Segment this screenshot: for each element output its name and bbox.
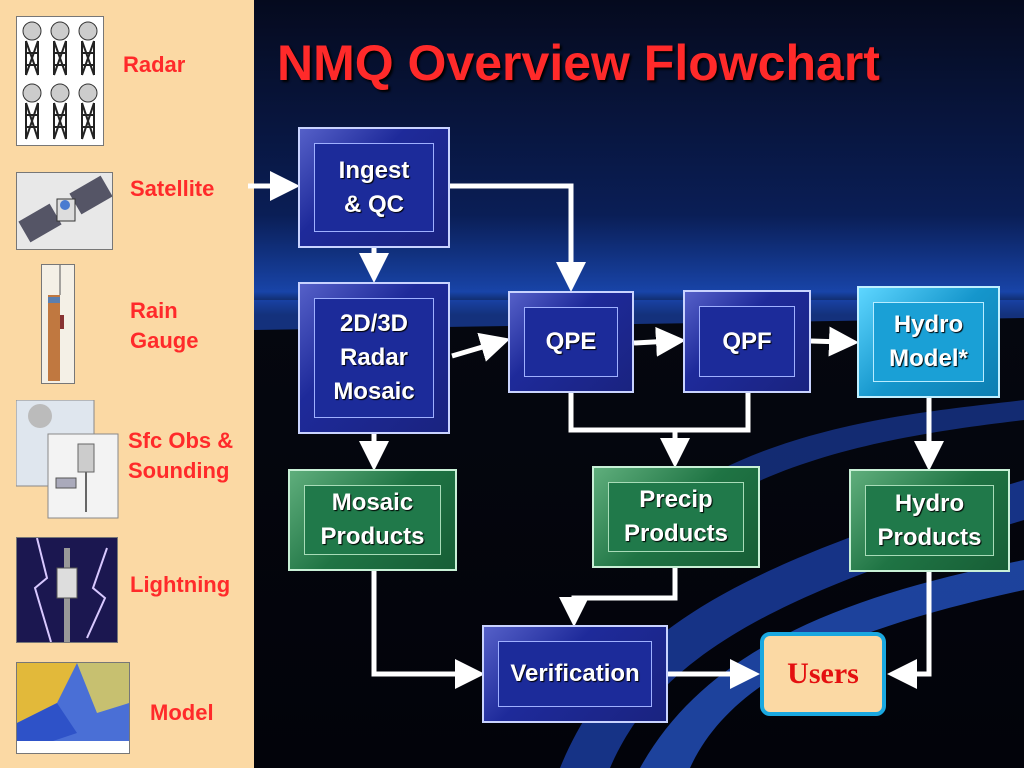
arrow-qpf-to-hydro-model bbox=[810, 326, 859, 357]
radar-icon bbox=[16, 16, 104, 146]
model-map-icon bbox=[16, 662, 130, 754]
arrow-mosaic-to-qpe bbox=[451, 332, 511, 362]
source-label-lightning: Lightning bbox=[130, 572, 231, 597]
node-precip-products: Precip Products bbox=[592, 466, 760, 568]
node-qpf-label: QPF bbox=[722, 327, 772, 355]
node-ingest-qc-label: Ingest & QC bbox=[338, 156, 410, 218]
rain-gauge-icon bbox=[41, 264, 75, 384]
node-hydro-products: Hydro Products bbox=[849, 469, 1010, 572]
arrow-precip-to-verification bbox=[559, 568, 678, 627]
sfc-obs-icon bbox=[16, 400, 120, 520]
node-qpe: QPE bbox=[508, 291, 634, 393]
node-hydro-model: Hydro Model* bbox=[857, 286, 1000, 398]
satellite-icon bbox=[16, 172, 113, 250]
arrow-hydro-products-to-users bbox=[887, 572, 932, 689]
source-label-sfc-obs: Sfc Obs & Sounding bbox=[128, 428, 234, 483]
lightning-icon bbox=[16, 537, 118, 643]
node-verification: Verification bbox=[482, 625, 668, 723]
node-mosaic-products: Mosaic Products bbox=[288, 469, 457, 571]
source-label-rain-gauge: Rain Gauge bbox=[130, 298, 199, 353]
node-verification-label: Verification bbox=[510, 660, 640, 687]
node-ingest-qc: Ingest & QC bbox=[298, 127, 450, 248]
node-hydro-products-label: Hydro Products bbox=[877, 489, 982, 551]
source-label-satellite: Satellite bbox=[130, 176, 215, 201]
node-users-label: Users bbox=[787, 657, 859, 690]
node-radar-mosaic-label: 2D/3D Radar Mosaic bbox=[333, 310, 415, 405]
arrow-ingest-to-qpe bbox=[450, 183, 586, 292]
node-users: Users bbox=[760, 632, 886, 716]
page-title: NMQ Overview Flowchart bbox=[277, 35, 880, 91]
arrow-mosaic-products-to-verification bbox=[371, 571, 485, 689]
source-label-radar: Radar bbox=[123, 52, 186, 77]
node-precip-products-label: Precip Products bbox=[623, 486, 728, 547]
node-hydro-model-label: Hydro Model* bbox=[889, 311, 968, 372]
arrow-qpe-to-qpf bbox=[633, 326, 686, 357]
source-label-model: Model bbox=[150, 700, 214, 725]
node-radar-mosaic: 2D/3D Radar Mosaic bbox=[298, 282, 450, 434]
node-qpf: QPF bbox=[683, 290, 811, 393]
node-qpe-label: QPE bbox=[545, 328, 597, 355]
node-mosaic-products-label: Mosaic Products bbox=[320, 489, 425, 550]
arrow-qpe-qpf-to-precip bbox=[568, 393, 751, 453]
